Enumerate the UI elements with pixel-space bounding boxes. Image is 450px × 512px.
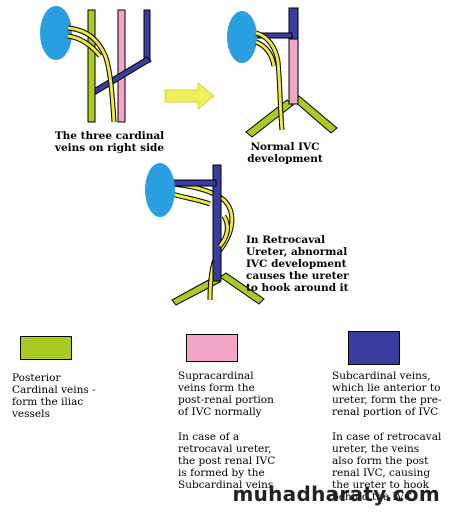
retrocaval-ivc <box>212 164 222 282</box>
panel-retrocaval-ureter <box>145 163 265 306</box>
supracardinal-vein <box>117 9 126 123</box>
kidney-icon <box>145 163 175 217</box>
posterior-cardinal-vein <box>87 9 96 123</box>
caption-three-cardinal-veins: The three cardinal veins on right side <box>54 130 165 154</box>
legend-note-supracardinal: In case of a retrocaval ureter, the post… <box>178 431 276 491</box>
watermark-logo: muhadharaty.com <box>232 482 440 506</box>
renal-vein <box>171 179 217 187</box>
iliac-vessel-right <box>292 95 338 134</box>
legend-note-subcardinal: In case of retrocaval ureter, the veins … <box>332 431 442 503</box>
legend-swatch-posterior-cardinal <box>20 336 72 360</box>
kidney-icon <box>40 6 72 60</box>
caption-normal-ivc: Normal IVC development <box>247 141 323 165</box>
legend-swatch-supracardinal <box>186 334 238 362</box>
pre-renal-ivc <box>288 7 299 40</box>
legend-text-posterior-cardinal: Posterior Cardinal veins - form the ilia… <box>12 372 96 420</box>
right-arrow-icon <box>164 81 215 111</box>
legend-text-supracardinal: Supracardinal veins form the post-renal … <box>178 370 274 418</box>
ureter <box>171 182 234 301</box>
caption-retrocaval-ureter: In Retrocaval Ureter, abnormal IVC devel… <box>246 234 349 294</box>
kidney-icon <box>227 11 257 63</box>
iliac-vessel-left <box>245 99 294 138</box>
iliac-vessel-right <box>219 272 265 305</box>
legend-text-subcardinal: Subcardinal veins, which lie anterior to… <box>332 370 442 418</box>
panel-three-cardinal-veins <box>40 6 152 123</box>
post-renal-ivc <box>288 36 299 105</box>
panel-normal-ivc <box>227 7 338 138</box>
legend-swatch-subcardinal <box>348 331 400 365</box>
subcardinal-vein <box>143 9 151 63</box>
